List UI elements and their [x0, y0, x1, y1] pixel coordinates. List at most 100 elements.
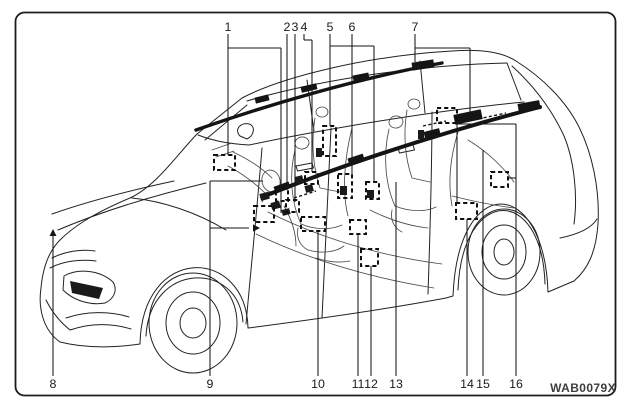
dashboard-side: [227, 165, 267, 195]
seat-rail: [315, 257, 351, 263]
callout-2-number: 2: [284, 20, 291, 34]
callout-10-number: 10: [311, 377, 325, 391]
callout-1-number: 1: [225, 20, 232, 34]
front-tire: [148, 272, 238, 374]
component-marks: [259, 130, 424, 216]
seatbelt-retractor-mark: [316, 148, 322, 157]
curtain-rear-inflator: [453, 109, 483, 125]
callout-4-number: 4: [301, 20, 308, 34]
headlight-lens: [70, 281, 103, 299]
component-mark: [294, 175, 304, 184]
component-location-box-6: [337, 173, 353, 199]
component-mark: [259, 191, 270, 201]
rear-hatch-line: [511, 65, 576, 225]
seatbelt-retractor-mark: [418, 130, 424, 139]
front-far-headrest: [315, 106, 329, 118]
component-mark: [270, 200, 281, 210]
component-mark: [304, 184, 314, 193]
callout-9-arrowhead: [253, 224, 260, 232]
component-location-box-5: [365, 181, 380, 200]
front-door-seam: [245, 147, 263, 325]
hood-crease-upper: [51, 180, 175, 215]
curtain-airbag-near: [260, 105, 542, 199]
curtain-rear-inflator: [517, 100, 541, 113]
roof-inner-line: [246, 62, 508, 102]
interior-trim-1: [344, 127, 353, 217]
rear-seat-base: [391, 209, 403, 233]
component-location-box-2: [275, 187, 289, 202]
curtain-inflator-blob: [352, 72, 370, 82]
rear-hub: [493, 238, 515, 266]
wheels: [148, 208, 541, 374]
callout-9-number: 9: [207, 377, 214, 391]
rear-far-headrest: [407, 98, 421, 110]
hood-crease: [57, 182, 207, 231]
callout-6-number: 6: [349, 20, 356, 34]
callout-8-arrowhead: [49, 229, 57, 236]
callout-11: 11: [349, 219, 367, 391]
curtain-inflator-blob: [423, 128, 441, 139]
front-rim: [165, 291, 221, 355]
rear-seat-headrest: [388, 115, 404, 129]
bumper-intake-2: [69, 324, 132, 331]
callout-12: 12: [360, 248, 379, 391]
component-location-box-10: [300, 216, 326, 232]
curtain-dashed-seg: [293, 190, 317, 199]
grille-line-1: [51, 249, 96, 259]
rear-tire: [467, 208, 541, 296]
interior-trim-2: [449, 131, 459, 207]
front-seat-back: [291, 149, 302, 225]
callout-8-number: 8: [50, 377, 57, 391]
callout-14-number: 14: [460, 377, 474, 391]
component-mark: [340, 186, 347, 195]
front-hub: [179, 307, 207, 339]
curtain-inflator-blob: [300, 83, 318, 93]
component-location-box-3: [285, 199, 300, 213]
figure-border: [14, 11, 617, 397]
callout-6: 6: [337, 20, 356, 199]
callout-16-number: 16: [509, 377, 523, 391]
component-location-box-1: [213, 154, 236, 171]
cowl-line: [197, 134, 250, 146]
component-mark: [367, 190, 374, 198]
front-seat-cushion: [300, 223, 343, 230]
interior-trim-3: [369, 209, 429, 229]
wiper-blade-1: [211, 142, 233, 151]
callout-9: 9: [207, 180, 275, 391]
rear-seat-back: [385, 128, 396, 207]
callout-8: 8: [49, 229, 57, 391]
component-location-box-14: [455, 202, 478, 220]
callout-15-number: 15: [476, 377, 490, 391]
rear-bumper-line: [559, 218, 598, 239]
callout-13: 13: [389, 182, 403, 391]
curtain-dashed-seg: [472, 112, 507, 121]
callout-16: 16: [456, 123, 523, 391]
callout-11-number: 11: [352, 377, 365, 391]
callout-5-number: 5: [327, 20, 334, 34]
callout-7-number: 7: [412, 20, 419, 34]
callout-10: 10: [300, 216, 326, 391]
rear-far-seat-back: [404, 109, 431, 183]
front-door-handle: [295, 162, 314, 172]
callout-3-number: 3: [292, 20, 299, 34]
component-location-box-11: [349, 219, 367, 235]
front-arch-inner: [145, 277, 244, 337]
component-location-box-4: [304, 171, 319, 185]
callout-4: 4: [301, 20, 319, 185]
front-seat-base: [297, 227, 345, 253]
component-location-box-5: [322, 125, 337, 157]
component-location-box-9: [253, 205, 275, 223]
curtain-airbags: [194, 59, 542, 199]
rear-seat-cushion: [394, 205, 437, 212]
rear-arch-inner: [457, 210, 546, 291]
floor-line-2: [255, 233, 435, 289]
rear-rim: [481, 224, 527, 280]
callout-7: 7: [412, 20, 471, 124]
vehicle-body: [39, 49, 599, 348]
mid-door-seam: [321, 127, 332, 319]
callout-1: 1: [213, 20, 282, 213]
d-pillar: [506, 62, 522, 101]
